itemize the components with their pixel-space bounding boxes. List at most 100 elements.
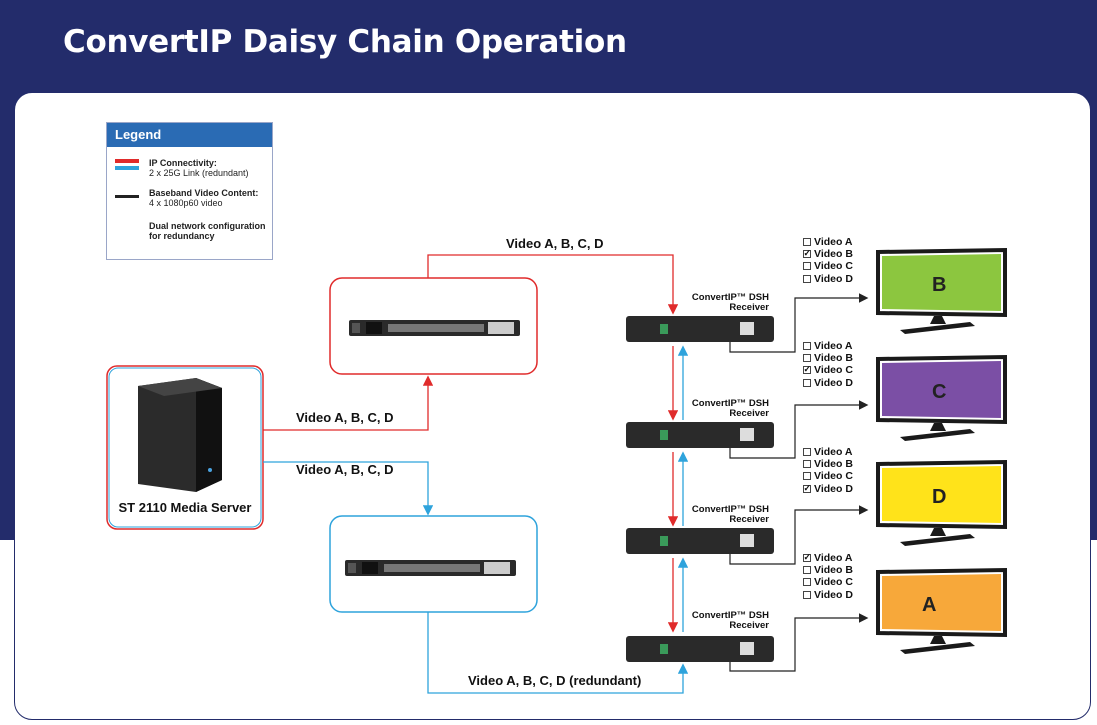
checklist-2-label: Video B bbox=[814, 352, 853, 365]
receiver-1 bbox=[626, 316, 774, 342]
monitor-3: D bbox=[876, 459, 1007, 546]
legend-black-swatch bbox=[115, 195, 139, 198]
checkbox bbox=[803, 262, 811, 271]
legend-ip-sub: 2 x 25G Link (redundant) bbox=[149, 168, 249, 178]
server-tower-icon bbox=[138, 378, 222, 492]
switch-blue bbox=[329, 515, 538, 613]
checkbox bbox=[803, 484, 811, 493]
legend-note-1: Dual network configuration bbox=[149, 221, 266, 231]
monitor-4-label: A bbox=[922, 594, 936, 616]
checklist-2-label: Video C bbox=[814, 364, 853, 377]
output-links bbox=[729, 293, 869, 672]
checklist-2-label: Video A bbox=[814, 340, 853, 352]
monitor-screen bbox=[882, 361, 1001, 418]
receiver-3-line1: ConvertIP™ DSH bbox=[691, 504, 769, 515]
legend-ip-title: IP Connectivity: bbox=[149, 158, 217, 168]
legend-box: Legend IP Connectivity: 2 x 25G Link (re… bbox=[106, 122, 273, 260]
checkbox bbox=[803, 366, 811, 375]
monitor-2-label: C bbox=[932, 381, 946, 403]
checklist-4-label: Video D bbox=[814, 588, 853, 601]
checkbox bbox=[803, 378, 811, 387]
legend-bb-text: Baseband Video Content: 4 x 1080p60 vide… bbox=[149, 188, 271, 208]
checklist-4-item: Video A bbox=[803, 552, 853, 564]
legend-ip-text: IP Connectivity: 2 x 25G Link (redundant… bbox=[149, 158, 271, 178]
legend-note: Dual network configuration for redundanc… bbox=[149, 221, 271, 241]
checklist-3-item: Video D bbox=[803, 483, 853, 495]
checklist-2: Video A Video B Video C Video D bbox=[803, 340, 853, 389]
monitor-3-label: D bbox=[932, 486, 946, 508]
checkbox bbox=[803, 590, 811, 599]
checkbox bbox=[803, 554, 811, 563]
legend-note-2: for redundancy bbox=[149, 231, 215, 241]
checkbox bbox=[803, 566, 811, 575]
receiver-1-line1: ConvertIP™ DSH bbox=[691, 292, 769, 303]
checklist-3-item: Video B bbox=[803, 458, 853, 470]
checklist-1-label: Video D bbox=[814, 272, 853, 285]
monitor-screen bbox=[882, 254, 1001, 311]
monitor-screen bbox=[882, 574, 1001, 631]
checklist-4-item: Video C bbox=[803, 576, 853, 588]
checkbox bbox=[803, 342, 811, 351]
checkbox bbox=[803, 578, 811, 587]
label-top: Video A, B, C, D bbox=[506, 236, 604, 251]
server-label: ST 2110 Media Server bbox=[118, 500, 252, 515]
receiver-2-line1: ConvertIP™ DSH bbox=[691, 398, 769, 409]
checklist-3: Video A Video B Video C Video D bbox=[803, 446, 853, 495]
monitor-1: B bbox=[876, 247, 1007, 334]
switch-red bbox=[329, 277, 538, 375]
checklist-2-label: Video D bbox=[814, 376, 853, 389]
receiver-1-line2: Receiver bbox=[729, 302, 769, 313]
checklist-3-label: Video A bbox=[814, 446, 853, 458]
checklist-2-item: Video D bbox=[803, 377, 853, 389]
checklist-3-label: Video D bbox=[814, 482, 853, 495]
monitor-screen bbox=[882, 466, 1001, 523]
checklist-2-item: Video B bbox=[803, 352, 853, 364]
legend-heading: Legend bbox=[107, 123, 272, 147]
checklist-3-label: Video C bbox=[814, 470, 853, 483]
checklist-1-item: Video C bbox=[803, 260, 853, 272]
label-server-blue: Video A, B, C, D bbox=[296, 462, 394, 477]
checklist-1-label: Video A bbox=[814, 236, 853, 248]
checklist-4: Video A Video B Video C Video D bbox=[803, 552, 853, 601]
checklist-4-label: Video C bbox=[814, 576, 853, 589]
checkbox bbox=[803, 472, 811, 481]
checkbox bbox=[803, 250, 811, 259]
media-server bbox=[106, 365, 264, 530]
checklist-1-item: Video D bbox=[803, 273, 853, 285]
switch-red-device-icon bbox=[349, 320, 520, 336]
page-title: ConvertIP Daisy Chain Operation bbox=[63, 24, 627, 60]
receiver-4-line2: Receiver bbox=[729, 620, 769, 631]
checklist-3-item: Video C bbox=[803, 470, 853, 482]
checklist-3-item: Video A bbox=[803, 446, 853, 458]
monitor-2: C bbox=[876, 354, 1007, 441]
checkbox bbox=[803, 354, 811, 363]
label-bottom: Video A, B, C, D (redundant) bbox=[468, 673, 642, 688]
legend-blue-swatch bbox=[115, 166, 139, 170]
receiver-4 bbox=[626, 636, 774, 662]
receiver-4-line1: ConvertIP™ DSH bbox=[691, 610, 769, 621]
checklist-1-label: Video B bbox=[814, 248, 853, 261]
receiver-2 bbox=[626, 422, 774, 448]
checklist-3-label: Video B bbox=[814, 458, 853, 471]
checklist-4-item: Video B bbox=[803, 564, 853, 576]
label-server-red: Video A, B, C, D bbox=[296, 410, 394, 425]
receiver-3 bbox=[626, 528, 774, 554]
checkbox bbox=[803, 238, 811, 247]
checklist-1: Video A Video B Video C Video D bbox=[803, 236, 853, 285]
checkbox bbox=[803, 274, 811, 283]
checklist-2-item: Video A bbox=[803, 340, 853, 352]
receiver-3-line2: Receiver bbox=[729, 514, 769, 525]
checklist-1-label: Video C bbox=[814, 260, 853, 273]
checklist-4-item: Video D bbox=[803, 589, 853, 601]
switch-blue-device-icon bbox=[345, 560, 516, 576]
receiver-2-line2: Receiver bbox=[729, 408, 769, 419]
checkbox bbox=[803, 460, 811, 469]
legend-bb-sub: 4 x 1080p60 video bbox=[149, 198, 223, 208]
red-links bbox=[263, 254, 679, 633]
checklist-4-label: Video A bbox=[814, 552, 853, 564]
legend-bb-title: Baseband Video Content: bbox=[149, 188, 259, 198]
